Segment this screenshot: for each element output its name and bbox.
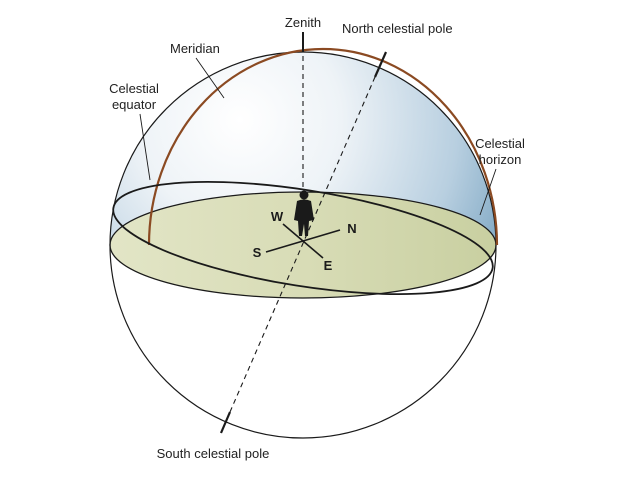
compass-north-label: N <box>347 221 356 236</box>
south-pole-tick <box>219 411 232 434</box>
north-celestial-pole-label: North celestial pole <box>342 21 453 36</box>
compass-rose <box>265 223 341 259</box>
compass-east-label: E <box>324 258 333 273</box>
celestial-equator-label-line1: Celestial <box>109 81 159 96</box>
celestial-equator-leader <box>139 113 151 181</box>
celestial-horizon-label-line1: Celestial <box>475 136 525 151</box>
meridian-label: Meridian <box>170 41 220 56</box>
compass-south-label: S <box>253 245 262 260</box>
north-pole-tick <box>373 51 388 78</box>
zenith-label: Zenith <box>285 15 321 30</box>
meridian-arc <box>147 47 499 245</box>
celestial-horizon-label-line2: horizon <box>479 152 522 167</box>
person-silhouette-icon <box>294 190 314 236</box>
celestial-equator-label-line2: equator <box>112 97 157 112</box>
polar-axis-dashed <box>229 76 376 413</box>
south-celestial-pole-label: South celestial pole <box>157 446 270 461</box>
celestial-equator-ring <box>112 180 494 296</box>
celestial-horizon-leader <box>479 168 497 216</box>
compass-west-label: W <box>271 209 284 224</box>
meridian-leader <box>195 57 225 99</box>
